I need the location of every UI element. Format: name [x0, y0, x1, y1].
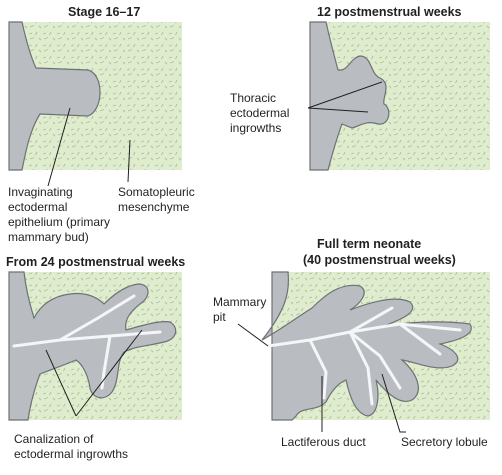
label-line: ectodermal	[230, 106, 289, 120]
panel-week-12: 12 postmenstrual weeks Thoracic ectoderm…	[230, 5, 490, 171]
ectoderm-with-branching-cords	[8, 271, 177, 421]
label-secretory-lobule: Secretory lobule	[401, 435, 488, 449]
label-canalization: Canalization of ectodermal ingrowths	[14, 432, 128, 461]
label-thoracic-ectodermal-ingrowths: Thoracic ectodermal ingrowths	[230, 91, 293, 135]
label-line: Invaginating	[8, 185, 73, 199]
canal-lumen	[12, 294, 162, 390]
leader-ingrowths-2	[307, 107, 369, 113]
duct-lumen	[266, 306, 462, 406]
label-mammary-pit: Mammary pit	[213, 295, 270, 324]
label-primary-mammary-bud: Invaginating ectodermal epithelium (prim…	[8, 185, 113, 244]
label-line: mammary bud)	[8, 230, 89, 244]
panel-title-stage-16-17: Stage 16–17	[68, 5, 140, 19]
label-line: Canalization of	[14, 432, 94, 446]
label-line: (40 postmenstrual weeks)	[303, 253, 456, 267]
label-line: ingrowths	[230, 121, 281, 135]
leader-bud	[47, 107, 71, 187]
leader-canalization-1	[45, 349, 77, 417]
label-line: Somatopleuric	[118, 185, 195, 199]
leader-mesenchyme	[127, 139, 131, 183]
label-line: ectodermal	[8, 200, 67, 214]
leader-mammary-pit	[237, 323, 269, 347]
panel-title-week-12: 12 postmenstrual weeks	[317, 5, 462, 19]
leader-canalization-2	[75, 329, 143, 417]
panel-week-24: From 24 postmenstrual weeks Canalization…	[6, 255, 185, 461]
label-line: epithelium (primary	[8, 215, 110, 229]
panel-neonate: Full term neonate (40 postmenstrual week…	[213, 237, 490, 449]
leader-ingrowths-1	[307, 81, 383, 109]
leader-secretory-lobule	[381, 373, 406, 433]
label-line: Thoracic	[230, 91, 276, 105]
label-line: ectodermal ingrowths	[14, 447, 128, 461]
label-lactiferous-duct: Lactiferous duct	[281, 435, 366, 449]
label-line: Full term neonate	[317, 237, 421, 251]
panel-title-week-24: From 24 postmenstrual weeks	[6, 255, 185, 269]
ectoderm-with-ingrowths	[309, 21, 390, 171]
label-line: mesenchyme	[118, 200, 190, 214]
panel-stage-16-17: Stage 16–17 Invaginating ectodermal epit…	[8, 5, 198, 244]
panel-title-neonate: Full term neonate (40 postmenstrual week…	[303, 237, 456, 267]
label-somatopleuric-mesenchyme: Somatopleuric mesenchyme	[118, 185, 198, 214]
label-line: Mammary	[213, 295, 266, 309]
label-line: pit	[213, 310, 226, 324]
ectoderm-with-bud	[8, 21, 101, 171]
